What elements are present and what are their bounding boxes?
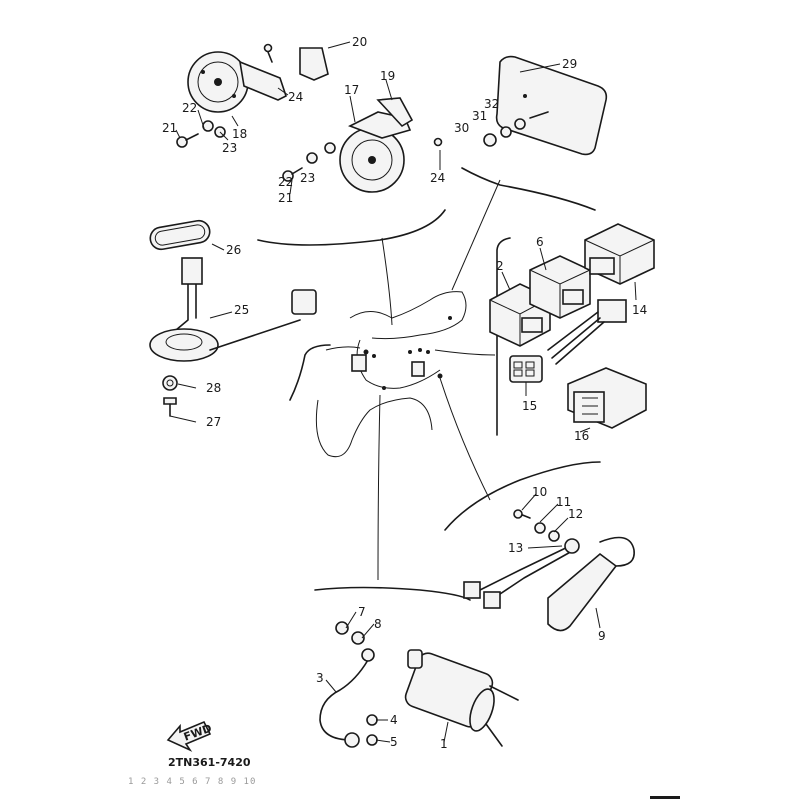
callout-29: 29 xyxy=(562,57,577,71)
callout-14: 14 xyxy=(632,303,647,317)
callout-1: 1 xyxy=(440,737,448,751)
horn-18 xyxy=(187,51,287,113)
frame-relay-mark xyxy=(351,354,367,372)
tail-light-29 xyxy=(483,55,608,156)
gasket-26 xyxy=(149,219,211,251)
fuel-sender-25 xyxy=(149,257,317,362)
starter-relay-1 xyxy=(404,649,519,747)
callout-24b: 24 xyxy=(430,171,445,185)
callout-11: 11 xyxy=(556,495,571,509)
flasher-relay-14 xyxy=(547,223,655,365)
callout-6: 6 xyxy=(536,235,544,249)
callout-22: 22 xyxy=(182,101,197,115)
callout-15: 15 xyxy=(522,399,537,413)
callout-16: 16 xyxy=(574,429,589,443)
callout-leaders xyxy=(169,41,637,743)
callout-21: 21 xyxy=(162,121,177,135)
frame-box-mark xyxy=(411,361,425,377)
motorcycle-frame-outline xyxy=(315,291,467,458)
module-16 xyxy=(567,367,647,429)
callout-30: 30 xyxy=(454,121,469,135)
callout-5: 5 xyxy=(390,735,398,749)
relay-6 xyxy=(529,255,591,319)
callout-24: 24 xyxy=(288,90,303,104)
callout-20: 20 xyxy=(352,35,367,49)
connector-15 xyxy=(509,355,543,383)
corner-mark xyxy=(650,796,680,799)
fasteners-27-28 xyxy=(162,375,178,417)
callout-8: 8 xyxy=(374,617,382,631)
lead-wire-3 xyxy=(319,648,375,748)
callout-3: 3 xyxy=(316,671,324,685)
section-dividers xyxy=(257,167,601,601)
callout-25: 25 xyxy=(234,303,249,317)
callout-13: 13 xyxy=(508,541,523,555)
callout-9: 9 xyxy=(598,629,606,643)
regulator-9 xyxy=(463,509,635,632)
horn-fasteners xyxy=(176,43,443,182)
callout-19: 19 xyxy=(380,69,395,83)
callout-31: 31 xyxy=(472,109,487,123)
bracket-20 xyxy=(299,47,329,81)
callout-10: 10 xyxy=(532,485,547,499)
forward-arrow-icon: FWD xyxy=(166,720,213,752)
bracket-19 xyxy=(376,97,414,128)
callout-32: 32 xyxy=(484,97,499,111)
part-code: 2TN361-7420 xyxy=(168,756,251,769)
callout-numbers: 20 24 18 22 23 21 19 17 24 29 32 31 30 2… xyxy=(162,35,647,751)
callout-23b: 23 xyxy=(300,171,315,185)
callout-28: 28 xyxy=(206,381,221,395)
callout-17: 17 xyxy=(344,83,359,97)
fasteners-4-5-7-8 xyxy=(335,621,378,746)
callout-18: 18 xyxy=(232,127,247,141)
callout-12: 12 xyxy=(568,507,583,521)
callout-2: 2 xyxy=(496,259,504,273)
callout-4: 4 xyxy=(390,713,398,727)
callout-23: 23 xyxy=(222,141,237,155)
callout-27: 27 xyxy=(206,415,221,429)
callout-21b: 21 xyxy=(278,191,293,205)
forward-arrow-label: FWD xyxy=(182,722,213,744)
callout-26: 26 xyxy=(226,243,241,257)
footer-text: 1 2 3 4 5 6 7 8 9 10 xyxy=(128,777,256,787)
callout-22b: 22 xyxy=(278,175,293,189)
callout-7: 7 xyxy=(358,605,366,619)
